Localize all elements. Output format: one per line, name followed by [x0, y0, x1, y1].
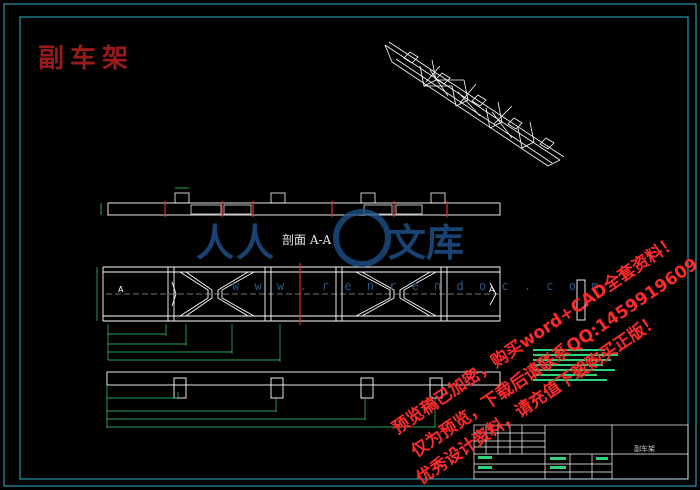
drawing-title: 副车架: [38, 44, 135, 74]
plan-dimensions: [96, 267, 281, 362]
side-view: [106, 371, 501, 399]
svg-text:A: A: [489, 285, 495, 294]
section-label: 剖面 A-A: [282, 233, 332, 247]
front-view: [100, 187, 501, 217]
side-dimensions: [106, 386, 436, 428]
watermark-logo: [333, 209, 391, 267]
inner-frame: [19, 16, 689, 480]
title-block: [473, 424, 689, 480]
outer-frame: [3, 3, 697, 487]
title-block-text-fills: [478, 456, 608, 469]
watermark-url: w w w . r e n r e n d o c . c o m: [232, 279, 603, 293]
svg-text:A: A: [118, 285, 124, 294]
title-block-name: 副车架: [634, 445, 655, 453]
notes-block: [533, 349, 618, 381]
isometric-view: [384, 41, 565, 167]
watermark-logo-right: 文库: [388, 220, 465, 265]
plan-view: A A: [102, 263, 586, 325]
watermark-logo-left: 人人: [196, 220, 277, 265]
